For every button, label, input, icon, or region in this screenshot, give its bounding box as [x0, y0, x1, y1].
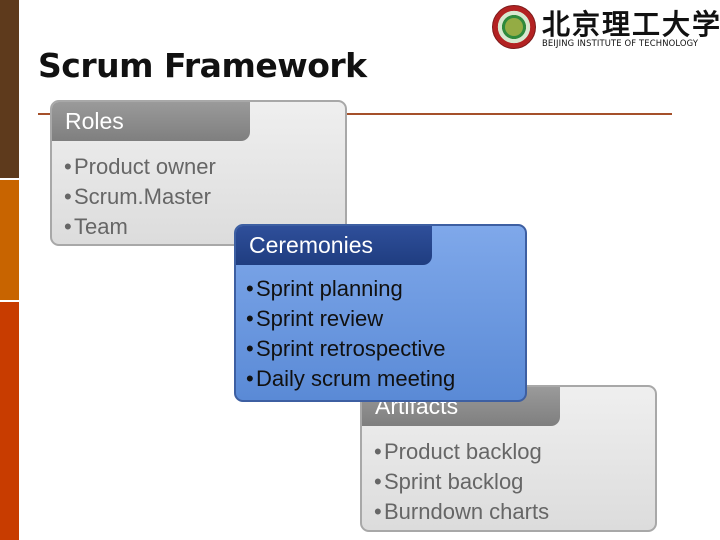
slide-title: Scrum Framework [38, 46, 367, 85]
artifacts-list: •Product backlog •Sprint backlog •Burndo… [374, 437, 549, 527]
logo-english-name: BEIJING INSTITUTE OF TECHNOLOGY [542, 38, 699, 48]
ceremonies-heading: Ceremonies [236, 226, 432, 265]
list-item: •Sprint backlog [374, 467, 549, 497]
ceremonies-list: •Sprint planning •Sprint review •Sprint … [246, 274, 455, 394]
roles-item: Team [74, 214, 128, 239]
ceremonies-item: Daily scrum meeting [256, 366, 456, 391]
ceremonies-box: Ceremonies •Sprint planning •Sprint revi… [234, 224, 527, 402]
roles-item: Product owner [74, 154, 216, 179]
list-item: •Sprint review [246, 304, 455, 334]
list-item: •Daily scrum meeting [246, 364, 455, 394]
artifacts-item: Burndown charts [384, 499, 550, 524]
list-item: •Burndown charts [374, 497, 549, 527]
bullet-icon: • [374, 469, 382, 494]
artifacts-item: Product backlog [384, 439, 542, 464]
roles-list: •Product owner •Scrum.Master •Team [64, 152, 216, 242]
artifacts-item: Sprint backlog [384, 469, 524, 494]
list-item: •Sprint retrospective [246, 334, 455, 364]
bullet-icon: • [64, 214, 72, 239]
university-seal-icon [492, 5, 536, 49]
ceremonies-item: Sprint planning [256, 276, 403, 301]
list-item: •Team [64, 212, 216, 242]
left-stripe-top [0, 0, 19, 178]
bullet-icon: • [246, 306, 254, 331]
bullet-icon: • [246, 366, 254, 391]
left-stripe-middle [0, 180, 19, 300]
title-divider [38, 113, 672, 115]
bullet-icon: • [374, 439, 382, 464]
ceremonies-item: Sprint review [256, 306, 384, 331]
roles-item: Scrum.Master [74, 184, 211, 209]
artifacts-box: Artifacts •Product backlog •Sprint backl… [360, 385, 657, 532]
bullet-icon: • [246, 336, 254, 361]
logo-chinese-name: 北京理工大学 [542, 8, 720, 41]
bullet-icon: • [246, 276, 254, 301]
roles-box: Roles •Product owner •Scrum.Master •Team [50, 100, 347, 246]
list-item: •Sprint planning [246, 274, 455, 304]
bullet-icon: • [374, 499, 382, 524]
ceremonies-item: Sprint retrospective [256, 336, 446, 361]
list-item: •Product backlog [374, 437, 549, 467]
university-logo: 北京理工大学 BEIJING INSTITUTE OF TECHNOLOGY [492, 3, 720, 49]
list-item: •Scrum.Master [64, 182, 216, 212]
roles-heading: Roles [52, 102, 250, 141]
bullet-icon: • [64, 184, 72, 209]
left-stripe-bottom [0, 302, 19, 540]
list-item: •Product owner [64, 152, 216, 182]
bullet-icon: • [64, 154, 72, 179]
